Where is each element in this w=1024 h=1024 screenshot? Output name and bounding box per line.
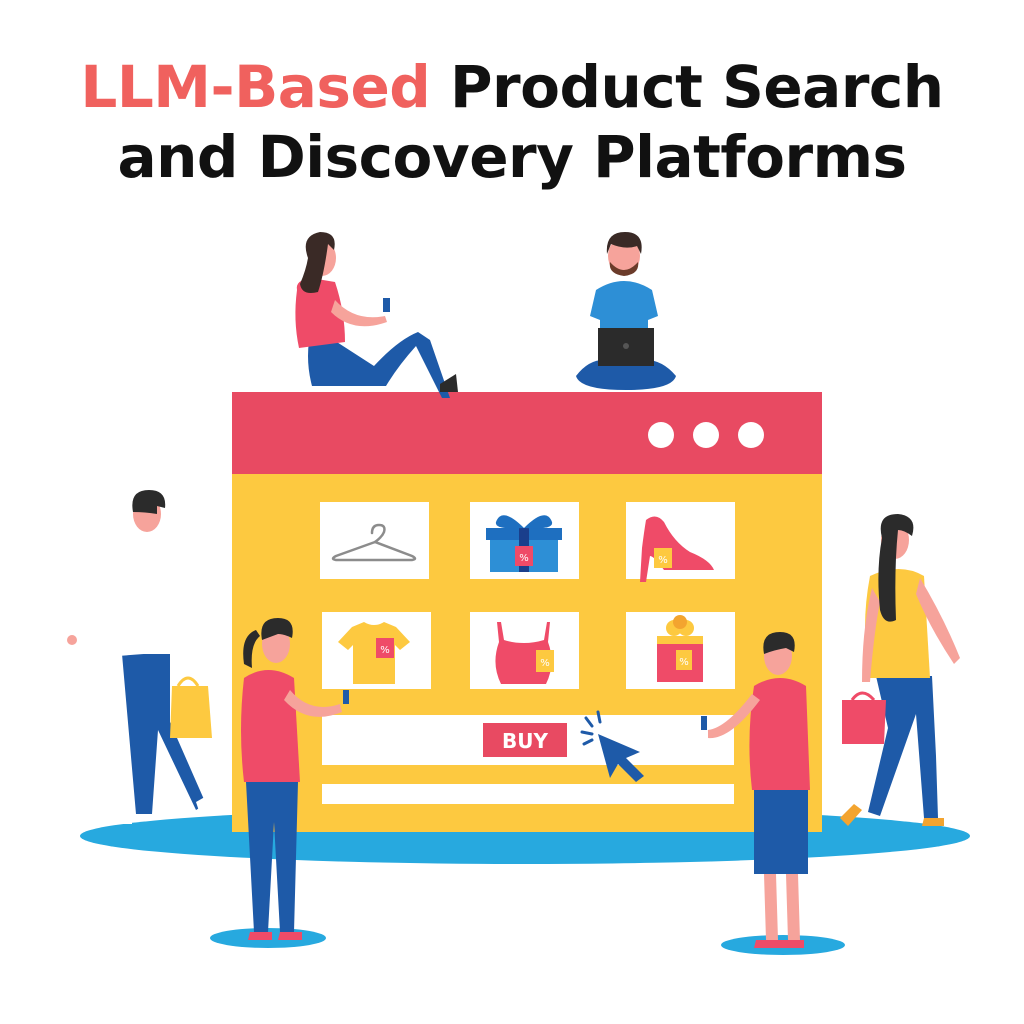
- hanger-icon: [331, 523, 417, 562]
- window-dot-1[interactable]: [648, 422, 674, 448]
- top-tag: %: [540, 658, 550, 669]
- title-line-1-rest: Product Search: [430, 53, 944, 121]
- man-walking-figure: [67, 490, 216, 824]
- gift-bag-icon: %: [657, 615, 703, 682]
- woman-walking-figure: [840, 514, 960, 826]
- heel-tag: %: [658, 555, 668, 566]
- gift-box-icon: %: [486, 515, 562, 572]
- title-line-1: LLM-Based Product Search: [0, 52, 1024, 122]
- giftbag-tag: %: [679, 657, 689, 668]
- man-laptop-figure: [576, 232, 676, 390]
- gift-box-tag: %: [519, 553, 529, 564]
- window-dot-3[interactable]: [738, 422, 764, 448]
- browser-window: % % % % %: [232, 392, 822, 832]
- window-header: [232, 392, 822, 474]
- tshirt-icon: %: [338, 622, 410, 684]
- title-accent: LLM-Based: [80, 53, 431, 121]
- top-icon: %: [495, 622, 554, 684]
- man-phone-figure: [701, 632, 810, 948]
- woman-phone-figure: [241, 618, 349, 940]
- search-bar[interactable]: [322, 784, 734, 804]
- page-title: LLM-Based Product Search and Discovery P…: [0, 52, 1024, 192]
- title-line-2: and Discovery Platforms: [117, 123, 907, 191]
- woman-sitting-figure: [295, 232, 458, 398]
- buy-button-label: BUY: [502, 729, 548, 753]
- product-card-hanger[interactable]: [320, 502, 429, 579]
- buy-button[interactable]: [483, 723, 567, 757]
- high-heel-icon: %: [640, 516, 714, 582]
- cursor-icon: [580, 710, 644, 782]
- tshirt-tag: %: [380, 645, 390, 656]
- window-dot-2[interactable]: [693, 422, 719, 448]
